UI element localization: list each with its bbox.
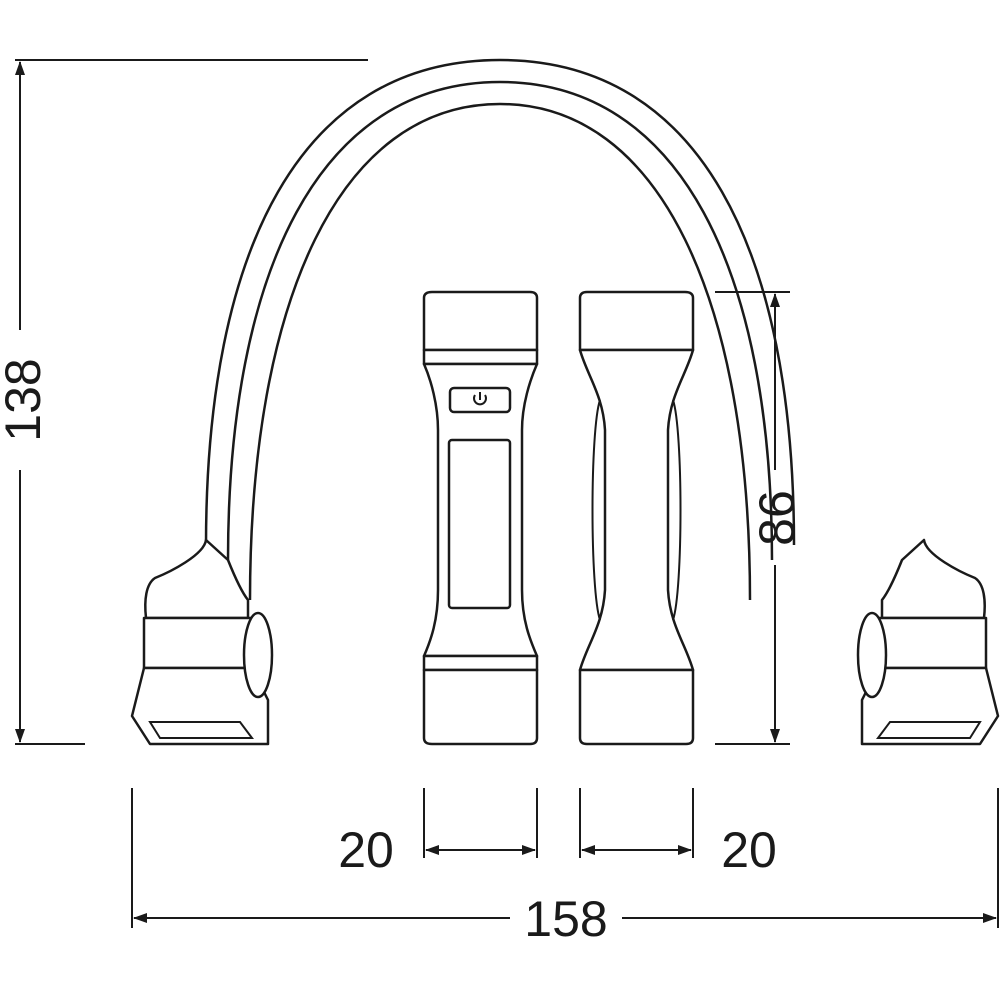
lamp-width-left-label: 20	[338, 822, 394, 878]
power-icon	[473, 392, 487, 406]
lamp-bar-side	[578, 290, 695, 746]
overall-width-label: 158	[524, 891, 607, 947]
overall-height-label: 138	[0, 358, 51, 441]
dimension-lamp-width-left: 20	[338, 788, 538, 878]
lamp-height-label: 86	[749, 490, 805, 546]
left-foot	[130, 538, 274, 746]
arc-handle	[204, 58, 796, 601]
lamp-bar-front	[422, 290, 539, 746]
lens-panel	[447, 438, 512, 610]
dimension-lamp-height: 86	[715, 291, 805, 745]
dimension-overall-height: 138	[0, 59, 368, 745]
lamp-width-right-label: 20	[721, 822, 777, 878]
right-foot	[856, 538, 1000, 746]
dimension-overall-width: 158	[131, 788, 999, 947]
dimension-lamp-width-right: 20	[579, 788, 777, 878]
